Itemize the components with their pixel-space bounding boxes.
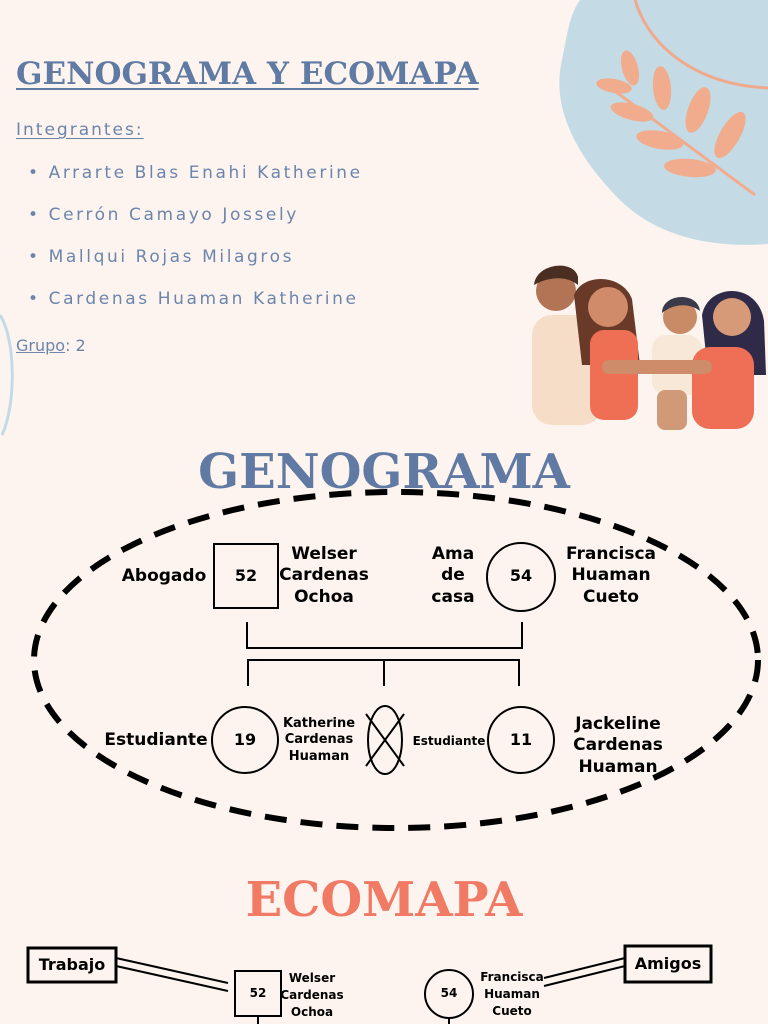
genogram-diagram	[31, 489, 761, 831]
amigos-box	[623, 944, 713, 984]
marriage-line	[246, 622, 523, 649]
child1-symbol	[211, 706, 279, 774]
child2-name: Jackeline Cardenas Huaman	[573, 714, 663, 777]
household-boundary	[31, 489, 761, 831]
integrantes-label: Integrantes:	[16, 120, 144, 140]
child1-occupation: Estudiante	[104, 730, 208, 750]
decorative-blob	[559, 0, 768, 245]
child1-name: Katherine Cardenas Huaman	[282, 716, 356, 764]
miscarriage-symbol	[365, 705, 405, 775]
list-item: Mallqui Rojas Milagros	[28, 244, 363, 286]
family-illustration	[532, 265, 766, 430]
children-line	[247, 659, 520, 686]
ecomapa-title: ECOMAPA	[245, 872, 523, 928]
mother-name: Francisca Huaman Cueto	[565, 544, 657, 607]
father-occupation: Abogado	[121, 566, 207, 586]
ecomap-diagram	[26, 944, 713, 1024]
child2-age: 11	[509, 730, 533, 749]
eco-father-age: 52	[249, 986, 267, 1000]
list-item: Arrarte Blas Enahi Katherine	[28, 160, 363, 202]
father-age: 52	[234, 566, 258, 585]
trabajo-label: Trabajo	[38, 955, 106, 974]
father-name: Welser Cardenas Ochoa	[279, 544, 369, 607]
mother-age: 54	[509, 566, 533, 585]
list-item: Cardenas Huaman Katherine	[28, 286, 363, 328]
eco-father-name: Welser Cardenas Ochoa	[280, 971, 344, 1019]
eco-mother-name: Francisca Huaman Cueto	[480, 970, 544, 1018]
trabajo-box	[26, 946, 118, 984]
child1-age: 19	[233, 730, 257, 749]
eco-mother-age: 54	[440, 986, 458, 1000]
group-value: : 2	[65, 336, 86, 355]
eco-father-symbol	[234, 970, 282, 1017]
decorative-arc	[0, 314, 14, 436]
father-symbol	[213, 543, 279, 609]
child2-symbol	[487, 706, 555, 774]
list-item: Cerrón Camayo Jossely	[28, 202, 363, 244]
mother-symbol	[486, 542, 556, 612]
page-title: GENOGRAMA Y ECOMAPA	[16, 56, 479, 92]
group-label: Grupo	[16, 336, 66, 355]
mother-occupation: Ama de casa	[431, 544, 475, 607]
members-list: Arrarte Blas Enahi Katherine Cerrón Cama…	[28, 160, 363, 328]
group-info: Grupo: 2	[16, 336, 86, 355]
amigos-label: Amigos	[634, 954, 702, 973]
child2-occupation: Estudiante	[412, 734, 486, 748]
leaf-branch-icon	[596, 50, 756, 197]
